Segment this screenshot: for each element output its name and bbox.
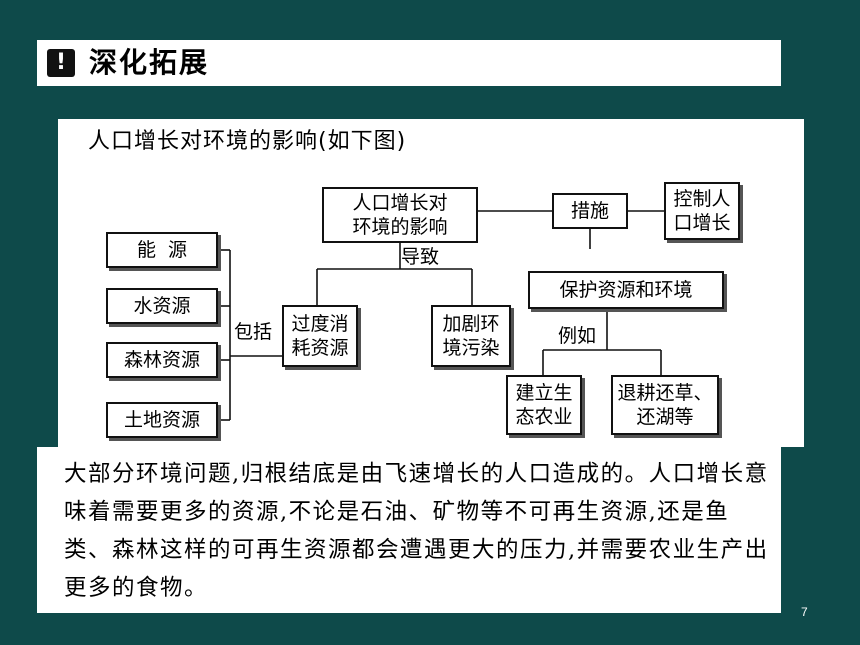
node-water: 水资源 xyxy=(106,288,218,324)
node-energy: 能 源 xyxy=(106,232,218,268)
node-land: 土地资源 xyxy=(106,402,218,438)
diagram-connectors xyxy=(218,210,664,421)
page-number: 7 xyxy=(801,605,808,619)
body-paragraph: 大部分环境问题,归根结底是由飞速增长的人口造成的。人口增长意味着需要更多的资源,… xyxy=(64,461,769,601)
node-pollution: 加剧环 境污染 xyxy=(431,305,511,367)
section-header: ! 深化拓展 xyxy=(37,40,781,86)
label-for-example: 例如 xyxy=(558,325,597,347)
label-includes: 包括 xyxy=(234,321,273,343)
node-overuse: 过度消 耗资源 xyxy=(282,305,358,367)
node-return-farmland: 退耕还草、 还湖等 xyxy=(611,375,719,435)
diagram-heading: 人口增长对环境的影响(如下图) xyxy=(88,129,407,154)
label-leads-to: 导致 xyxy=(401,246,440,268)
node-center: 人口增长对 环境的影响 xyxy=(322,187,478,243)
node-forest: 森林资源 xyxy=(106,342,218,378)
node-ecological-farming: 建立生 态农业 xyxy=(506,375,582,435)
node-measures: 措施 xyxy=(552,193,628,229)
text-panel: 大部分环境问题,归根结底是由飞速增长的人口造成的。人口增长意味着需要更多的资源,… xyxy=(37,447,781,613)
exclamation-icon: ! xyxy=(47,49,75,77)
section-title: 深化拓展 xyxy=(89,46,210,79)
node-control-population: 控制人 口增长 xyxy=(664,182,740,240)
diagram-panel: 人口增长对环境的影响(如下图) 人口增 xyxy=(58,119,804,447)
node-protect: 保护资源和环境 xyxy=(528,271,724,309)
